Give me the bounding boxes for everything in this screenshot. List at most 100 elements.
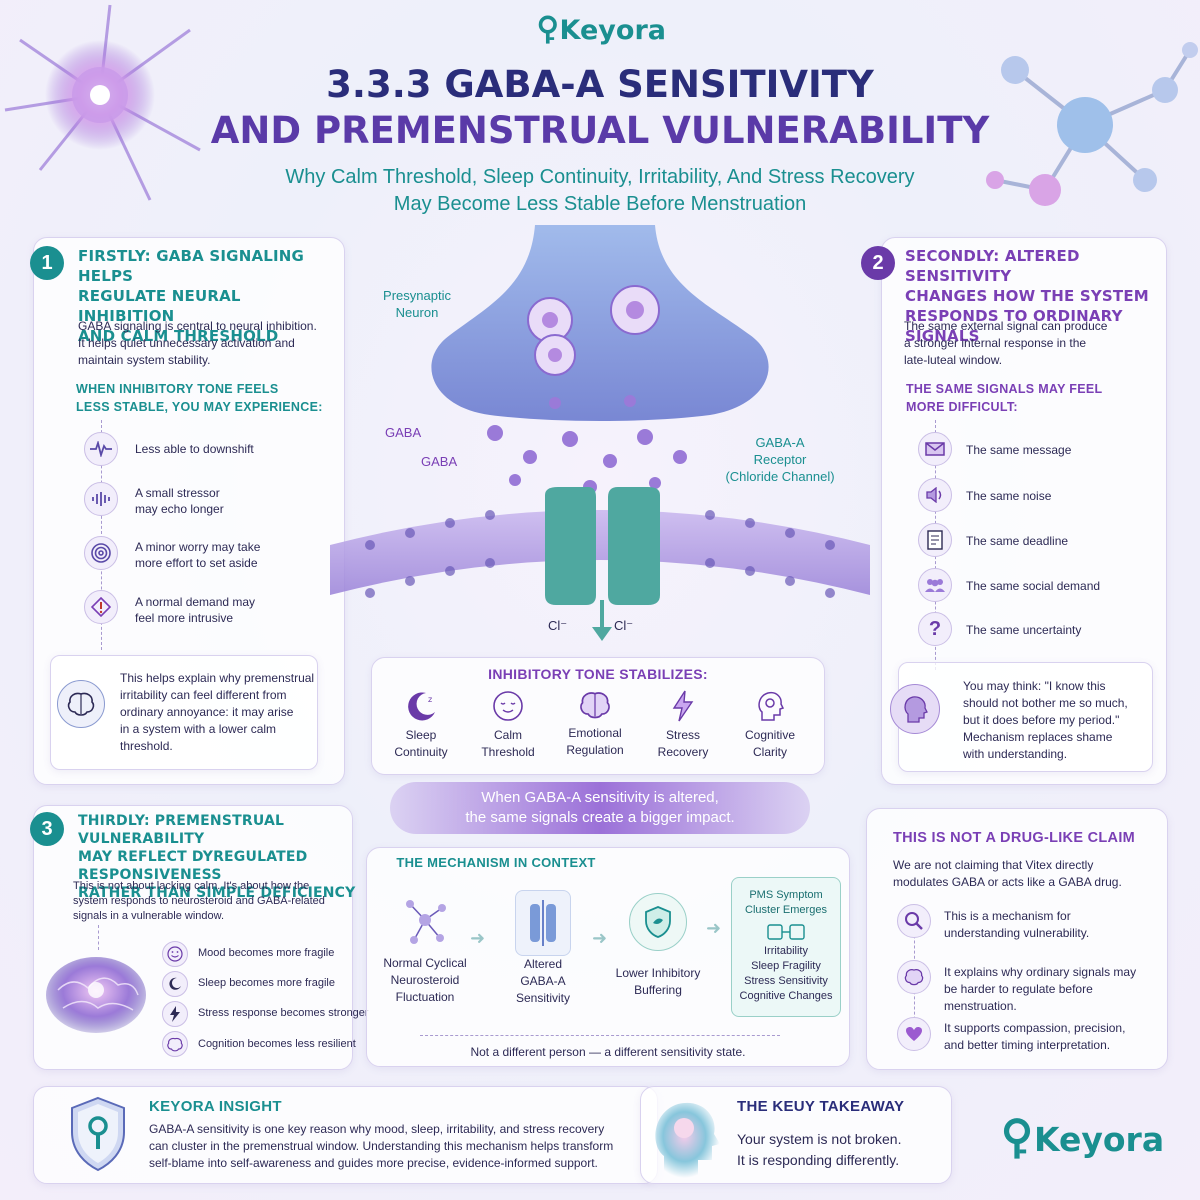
- section-1-item-1: Less able to downshift: [135, 441, 254, 457]
- takeaway-title: THE KEUY TAKEAWAY: [737, 1098, 905, 1115]
- section-2-intro: The same external signal can produce a s…: [904, 318, 1159, 369]
- section-1-title-line: FIRSTLY: GABA SIGNALING HELPS: [78, 247, 305, 285]
- stabilizes-label-line: Clarity: [752, 745, 787, 759]
- section-1-title: FIRSTLY: GABA SIGNALING HELPS REGULATE N…: [78, 246, 340, 346]
- gaba-label-2: GABA: [421, 454, 458, 469]
- section-2-subhead-line: THE SAME SIGNALS MAY FEEL: [906, 382, 1103, 396]
- claim-item-line: be harder to regulate before menstruatio…: [944, 982, 1093, 1013]
- section-3-title-line: MAY REFLECT DYREGULATED RESPONSIVENESS: [78, 849, 308, 883]
- claim-item-icon-1: [897, 904, 931, 938]
- receptor-label-line: Receptor: [753, 452, 807, 467]
- section-1-title-line: REGULATE NEURAL INHIBITION: [78, 287, 241, 325]
- section-3-item-icon-3: [162, 1001, 188, 1027]
- mechanism-step-3: Lower Inhibitory Buffering: [612, 893, 704, 999]
- section-1-intro-line: maintain system stability.: [78, 353, 211, 367]
- insight-card: [33, 1086, 658, 1184]
- calm-face-icon: [493, 691, 523, 721]
- section-3-item-3: Stress response becomes stronger: [198, 1007, 369, 1019]
- mechanism-step-line: Sensitivity: [515, 991, 571, 1005]
- insight-icon: [68, 1096, 128, 1172]
- cluster-title-line: Cluster Emerges: [745, 904, 827, 916]
- mechanism-arrow-2: ➜: [592, 928, 608, 948]
- stabilizes-label-line: Regulation: [566, 743, 624, 757]
- synapse-illustration: [330, 225, 870, 641]
- claim-item-icon-2: [897, 960, 931, 994]
- envelope-icon: [925, 442, 945, 456]
- section-1-item-line: more effort to set aside: [135, 556, 258, 570]
- section-2-intro-line: late-luteal window.: [904, 353, 1003, 367]
- presynaptic-label: Presynaptic Neuron: [362, 287, 472, 321]
- lightning-icon: [672, 690, 694, 722]
- section-1-connector: [101, 420, 102, 650]
- section-1-item-4: A normal demand may feel more intrusive: [135, 594, 255, 626]
- target-icon: [91, 543, 111, 563]
- section-1-item-line: A minor worry may take: [135, 540, 261, 554]
- section-2-badge: 2: [861, 246, 895, 280]
- claim-item-2: It explains why ordinary signals may be …: [944, 964, 1166, 1015]
- svg-text:z: z: [428, 695, 432, 704]
- neuron-illustration: [4, 4, 201, 201]
- section-2-item-icon-5: ?: [918, 612, 952, 646]
- question-icon: ?: [928, 617, 942, 640]
- brain-icon: [580, 692, 610, 719]
- section-2-intro-line: The same external signal can produce: [904, 319, 1108, 333]
- section-3-title-line: THIRDLY: PREMENSTRUAL VULNERABILITY: [78, 813, 285, 847]
- section-1-intro-line: GABA signaling is central to neural inhi…: [78, 319, 317, 333]
- mechanism-step-line: Lower Inhibitory: [615, 966, 701, 980]
- pulse-icon: [90, 441, 112, 457]
- mechanism-title: THE MECHANISM IN CONTEXT: [396, 855, 596, 870]
- section-2-item-1: The same message: [966, 443, 1072, 457]
- stabilizes-label-line: Recovery: [657, 745, 709, 759]
- cluster-item: Cognitive Changes: [739, 990, 833, 1002]
- section-3-title: THIRDLY: PREMENSTRUAL VULNERABILITY MAY …: [78, 812, 368, 902]
- head-gear-icon: [758, 691, 785, 721]
- section-1-subhead: WHEN INHIBITORY TONE FEELS LESS STABLE, …: [76, 380, 338, 416]
- section-1-item-icon-1: [84, 432, 118, 466]
- section-2-item-2: The same noise: [966, 489, 1052, 503]
- section-2-title-line: RESPONDS TO ORDINARY SIGNALS: [905, 307, 1123, 345]
- section-3-item-icon-2: [162, 971, 188, 997]
- mechanism-footer-line: [420, 1035, 780, 1036]
- section-1-intro: GABA signaling is central to neural inhi…: [78, 318, 340, 369]
- section-1-item-line: Less able to downshift: [135, 442, 254, 456]
- claim-title: THIS IS NOT A DRUG-LIKE CLAIM: [893, 830, 1136, 846]
- section-1-item-icon-3: [84, 536, 118, 570]
- section-1-item-line: may echo longer: [135, 502, 224, 516]
- claim-item-line: This is a mechanism for: [944, 909, 1071, 923]
- brand-name-bottom: Keyora: [1034, 1119, 1165, 1159]
- head-glow-illustration: [655, 1102, 720, 1178]
- stabilizes-label-line: Emotional: [568, 726, 622, 740]
- moon-icon: [169, 977, 181, 990]
- section-1-item-icon-2: [84, 482, 118, 516]
- brain-icon: [167, 1037, 183, 1051]
- section-3-connector: [98, 925, 99, 950]
- section-2-item-5: The same uncertainty: [966, 623, 1082, 637]
- section-3-item-icon-4: [162, 1031, 188, 1057]
- claim-item-icon-3: [897, 1017, 931, 1051]
- section-1-note-line: irritability can feel different from: [120, 688, 287, 702]
- page-title: 3.3.3 GABA-A SENSITIVITY AND PREMENSTRUA…: [0, 62, 1200, 154]
- molecule-illustration: [986, 42, 1198, 206]
- mechanism-step-line: GABA-A: [520, 974, 566, 988]
- lightning-icon: [170, 1006, 180, 1022]
- presynaptic-label-line: Presynaptic: [383, 288, 451, 303]
- cluster-item: Sleep Fragility: [751, 960, 821, 972]
- stabilizes-label-line: Continuity: [394, 745, 448, 759]
- section-1-subhead-line: LESS STABLE, YOU MAY EXPERIENCE:: [76, 400, 323, 414]
- section-3-badge: 3: [30, 812, 64, 846]
- document-icon: [927, 530, 943, 550]
- section-2-item-icon-2: [918, 478, 952, 512]
- brain-icon: [67, 692, 95, 716]
- section-1-badge: 1: [30, 246, 64, 280]
- claim-intro-line: We are not claiming that Vitex directly: [893, 858, 1094, 872]
- mechanism-step-1: Normal Cyclical Neurosteroid Fluctuation: [380, 890, 470, 1006]
- soundwave-icon: [92, 492, 110, 506]
- mechanism-step-line: Normal Cyclical: [383, 956, 467, 970]
- shield-icon-circle: [629, 893, 687, 951]
- section-2-title: SECONDLY: ALTERED SENSITIVITY CHANGES HO…: [905, 246, 1165, 346]
- stabilizes-item-4: Stress Recovery: [645, 690, 721, 761]
- subtitle-line-1: Why Calm Threshold, Sleep Continuity, Ir…: [285, 166, 915, 188]
- shield-icon: [645, 906, 671, 938]
- section-3-item-4: Cognition becomes less resilient: [198, 1038, 356, 1050]
- moon-icon: z: [408, 692, 435, 721]
